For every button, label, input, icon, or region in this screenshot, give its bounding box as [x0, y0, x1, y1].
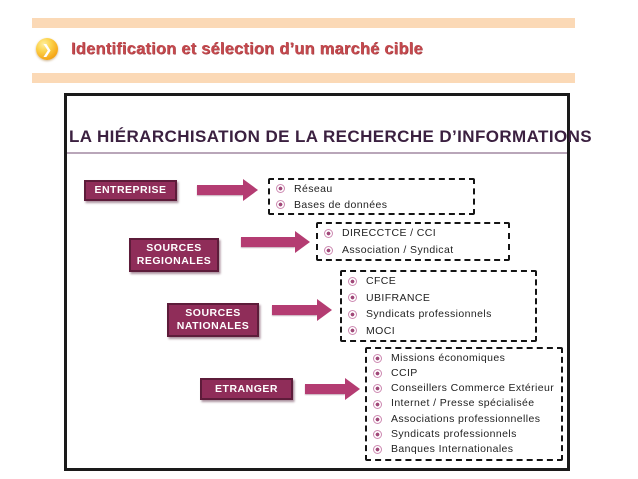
item-text: Syndicats professionnels	[391, 427, 517, 440]
source-list: DIRECCTCE / CCI Association / Syndicat	[324, 225, 502, 259]
bottom-accent-bar	[32, 73, 575, 83]
target-bullet-icon	[324, 228, 333, 238]
list-item: CFCE	[348, 273, 529, 290]
target-bullet-icon	[324, 245, 333, 255]
arrow-right-icon	[197, 179, 258, 201]
target-bullet-icon	[373, 414, 382, 424]
heading-underline	[67, 152, 567, 154]
level-label-etranger: ETRANGER	[200, 378, 293, 400]
list-item: Association / Syndicat	[324, 242, 502, 259]
list-item: Internet / Presse spécialisée	[373, 396, 555, 411]
list-item: UBIFRANCE	[348, 290, 529, 307]
item-text: Association / Syndicat	[342, 243, 454, 256]
label-line: SOURCES	[185, 307, 241, 319]
target-bullet-icon	[348, 326, 357, 336]
arrow-head	[295, 231, 310, 253]
arrow-shaft	[197, 185, 243, 195]
diagram-heading: LA HIÉRARCHISATION DE LA RECHERCHE D’INF…	[69, 127, 592, 146]
level-label-entreprise: ENTREPRISE	[84, 180, 177, 201]
item-text: MOCI	[366, 324, 396, 337]
item-text: Bases de données	[294, 198, 388, 211]
target-bullet-icon	[348, 309, 357, 319]
target-bullet-icon	[276, 200, 285, 209]
arrow-shaft	[305, 384, 345, 394]
level-label-sources-regionales: SOURCES REGIONALES	[129, 238, 219, 272]
list-item: CCIP	[373, 366, 555, 381]
list-item: Missions économiques	[373, 351, 555, 366]
item-text: DIRECCTCE / CCI	[342, 226, 437, 239]
arrow-head	[345, 378, 360, 400]
source-list: Missions économiques CCIP Conseillers Co…	[373, 351, 555, 457]
sources-box-etranger: Missions économiques CCIP Conseillers Co…	[365, 347, 563, 461]
item-text: Banques Internationales	[391, 443, 514, 456]
source-list: CFCE UBIFRANCE Syndicats professionnels …	[348, 273, 529, 339]
label-line: SOURCES	[146, 242, 202, 254]
item-text: Missions économiques	[391, 351, 506, 364]
target-bullet-icon	[348, 293, 357, 303]
arrow-shaft	[272, 305, 317, 315]
target-bullet-icon	[373, 384, 382, 394]
target-bullet-icon	[373, 429, 382, 439]
list-item: Syndicats professionnels	[348, 306, 529, 323]
item-text: Réseau	[294, 182, 333, 195]
arrow-head	[243, 179, 258, 201]
sources-box-entreprise: Réseau Bases de données	[268, 178, 475, 215]
arrow-shaft	[241, 237, 295, 247]
arrow-right-icon	[241, 231, 310, 253]
sources-box-regionales: DIRECCTCE / CCI Association / Syndicat	[316, 222, 510, 261]
target-bullet-icon	[348, 276, 357, 286]
list-item: Réseau	[276, 181, 467, 197]
list-item: MOCI	[348, 323, 529, 340]
target-bullet-icon	[373, 353, 382, 363]
target-bullet-icon	[373, 369, 382, 379]
arrow-head	[317, 299, 332, 321]
list-item: DIRECCTCE / CCI	[324, 225, 502, 242]
item-text: Internet / Presse spécialisée	[391, 397, 535, 410]
label-line: REGIONALES	[136, 255, 212, 267]
list-item: Banques Internationales	[373, 442, 555, 457]
slide-title: Identification et sélection d’un marché …	[71, 40, 423, 58]
item-text: UBIFRANCE	[366, 291, 431, 304]
chevron-right-circle-icon: ❯	[36, 38, 58, 60]
label-line: ETRANGER	[215, 382, 278, 395]
item-text: CFCE	[366, 275, 397, 287]
label-line: NATIONALES	[176, 320, 250, 332]
level-label-sources-nationales: SOURCES NATIONALES	[167, 303, 259, 337]
top-accent-bar	[32, 18, 575, 28]
arrow-right-icon	[305, 378, 360, 400]
list-item: Associations professionnelles	[373, 412, 555, 427]
list-item: Bases de données	[276, 197, 467, 213]
label-line: ENTREPRISE	[94, 184, 167, 196]
target-bullet-icon	[276, 184, 285, 193]
item-text: Conseillers Commerce Extérieur	[391, 382, 555, 395]
target-bullet-icon	[373, 399, 382, 409]
item-text: Syndicats professionnels	[366, 308, 492, 320]
source-list: Réseau Bases de données	[276, 181, 467, 213]
target-bullet-icon	[373, 445, 382, 455]
list-item: Syndicats professionnels	[373, 427, 555, 442]
diagram-frame: LA HIÉRARCHISATION DE LA RECHERCHE D’INF…	[64, 93, 592, 471]
sources-box-nationales: CFCE UBIFRANCE Syndicats professionnels …	[340, 270, 537, 342]
arrow-right-icon	[272, 299, 332, 321]
list-item: Conseillers Commerce Extérieur	[373, 381, 555, 396]
item-text: CCIP	[391, 367, 418, 379]
item-text: Associations professionnelles	[391, 412, 541, 425]
